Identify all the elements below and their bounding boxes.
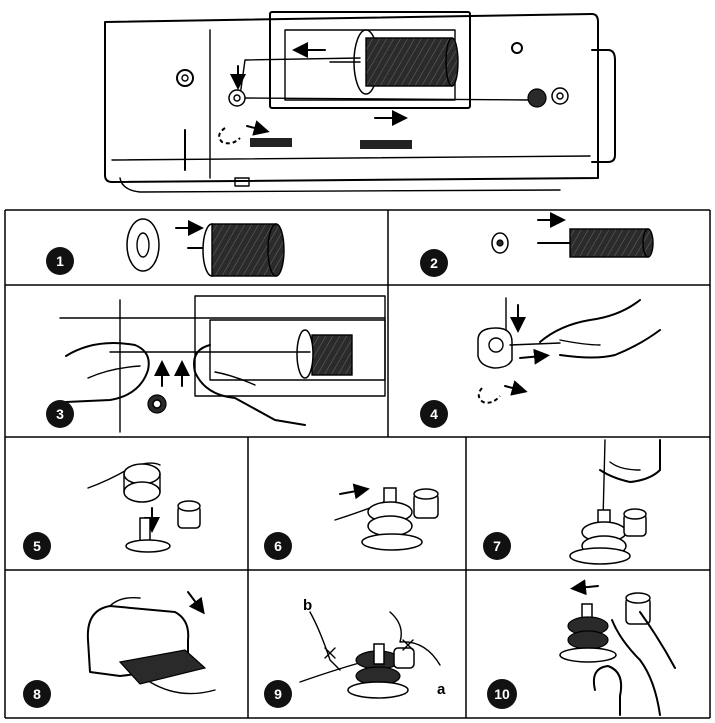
bobbin-winder-icon xyxy=(228,89,246,107)
step-6-panel xyxy=(334,483,439,551)
bobbin-icon xyxy=(123,463,161,485)
step-badge-7: 7 xyxy=(483,532,511,560)
step-number: 8 xyxy=(33,686,41,702)
stitch-knob-icon xyxy=(176,69,194,87)
shoe-icon xyxy=(86,605,190,677)
scissors-cut-icon xyxy=(402,639,414,651)
step-8-panel xyxy=(86,591,216,695)
scissors-cut-icon xyxy=(324,647,336,659)
step-10-panel xyxy=(559,579,676,716)
step-badges: 1 2 3 4 5 6 7 8 xyxy=(23,247,517,709)
step-number: 9 xyxy=(274,686,282,702)
foot-pedal-icon xyxy=(118,649,207,685)
thread-spool-icon xyxy=(365,37,453,87)
spool-cap-icon xyxy=(126,218,160,272)
step-badge-8: 8 xyxy=(23,680,51,708)
steps-grid xyxy=(4,209,711,719)
step-badge-2: 2 xyxy=(420,249,448,277)
step-number: 1 xyxy=(56,253,64,269)
step-badge-9: 9 xyxy=(264,680,292,708)
step-2-panel xyxy=(491,212,654,258)
step-9-panel: b a xyxy=(299,597,446,699)
step-number: 2 xyxy=(430,255,438,271)
hand-icon xyxy=(611,611,676,716)
step-4-panel xyxy=(477,297,661,404)
step-number: 10 xyxy=(494,686,510,702)
label-a: a xyxy=(437,681,446,698)
step-5-panel xyxy=(87,462,201,553)
thumb-icon xyxy=(592,665,623,716)
bobbin-winder-icon xyxy=(477,327,513,369)
fingers-icon xyxy=(599,439,661,483)
thread-spool-icon xyxy=(311,334,353,376)
left-hand-icon xyxy=(65,342,150,403)
step-number: 4 xyxy=(430,406,438,422)
step-badge-5: 5 xyxy=(23,532,51,560)
thread-spool-icon xyxy=(569,228,649,258)
step-badge-10: 10 xyxy=(487,679,517,709)
machine-overview xyxy=(104,11,616,193)
step-1-panel xyxy=(126,218,285,277)
step-badge-6: 6 xyxy=(264,532,292,560)
hand-icon xyxy=(539,299,661,359)
step-number: 7 xyxy=(493,538,501,554)
right-hand-icon xyxy=(193,344,306,426)
step-7-panel xyxy=(569,439,661,565)
step-number: 5 xyxy=(33,538,41,554)
thread-spool-icon xyxy=(211,223,277,277)
bobbin-stopper-icon xyxy=(477,387,501,404)
step-badge-3: 3 xyxy=(46,400,74,428)
step-badge-4: 4 xyxy=(420,400,448,428)
label-b: b xyxy=(303,597,312,614)
step-badge-1: 1 xyxy=(46,247,74,275)
step-number: 6 xyxy=(274,538,282,554)
bobbin-stopper-icon xyxy=(218,127,241,145)
step-number: 3 xyxy=(56,406,64,422)
step-3-panel xyxy=(59,295,386,433)
